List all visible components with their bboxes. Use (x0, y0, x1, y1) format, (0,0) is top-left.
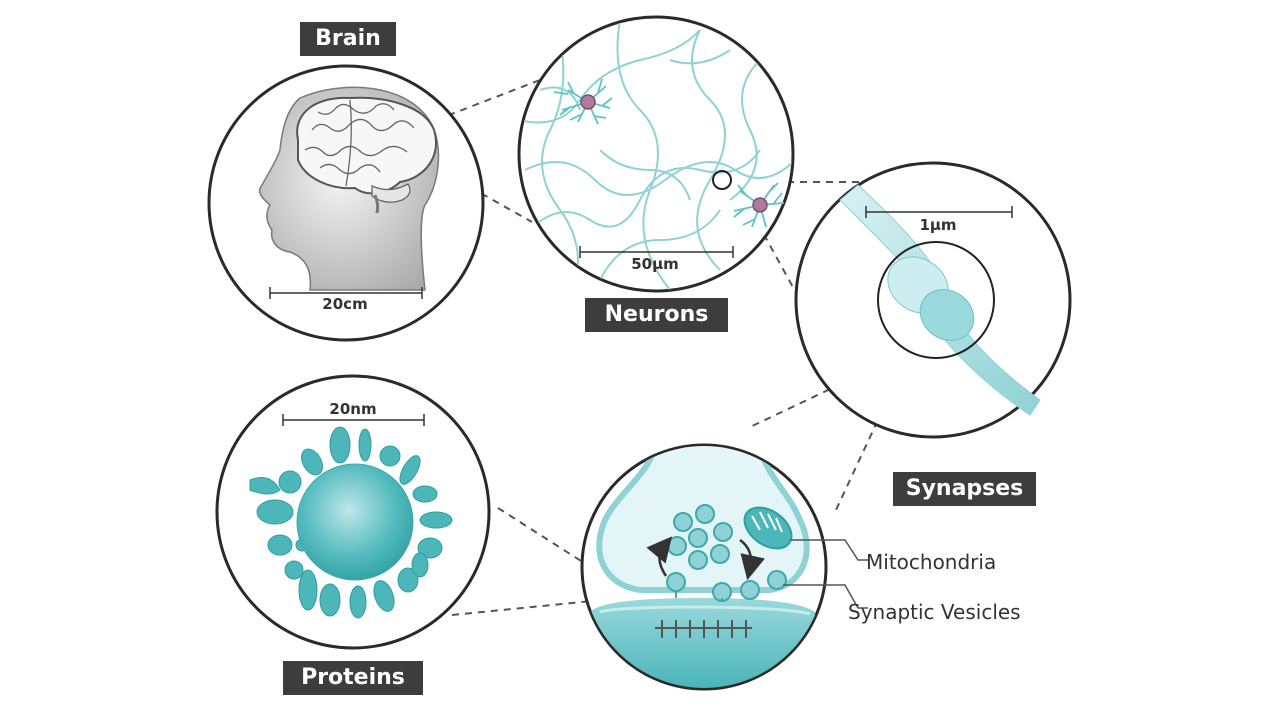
neuron-soma (752, 197, 768, 213)
mitochondria-callout: Mitochondria (866, 550, 997, 574)
protein-scale: 20nm (329, 400, 377, 418)
synapses-label-text: Synapses (905, 476, 1024, 501)
neurons-label-text: Neurons (604, 302, 709, 327)
vesicles-callout: Synaptic Vesicles (848, 600, 1021, 624)
synapse-panel (794, 161, 1072, 439)
protein-panel (215, 374, 491, 650)
protein-complex-icon (249, 426, 453, 619)
neurons-panel (517, 15, 795, 293)
neuron-cell-icon (553, 78, 613, 125)
proteins-label: Proteins (283, 661, 423, 695)
vesicle-cluster (666, 504, 787, 602)
receptor-marks (655, 620, 752, 638)
neuron-soma (580, 94, 596, 110)
neurons-label: Neurons (585, 298, 728, 332)
dendrite-synapse-icon (839, 184, 1041, 416)
brain-label-text: Brain (315, 26, 381, 51)
neuron-cell-icon (733, 182, 785, 228)
recycle-arrows (646, 536, 765, 581)
neurons-scale: 50µm (631, 255, 679, 273)
synapse-highlight (712, 170, 732, 190)
mitochondria-icon (743, 506, 793, 550)
callout-leaders (783, 539, 868, 609)
brain-scale: 20cm (322, 295, 368, 313)
protein-core (296, 463, 414, 581)
synapse-scale: 1µm (919, 216, 957, 234)
synapses-label: Synapses (893, 472, 1036, 506)
brain-panel (207, 64, 485, 342)
postsynaptic-membrane (590, 598, 815, 688)
terminal-panel (580, 443, 868, 691)
brain-icon (296, 96, 437, 214)
proteins-label-text: Proteins (301, 665, 405, 690)
brain-label: Brain (300, 22, 396, 56)
